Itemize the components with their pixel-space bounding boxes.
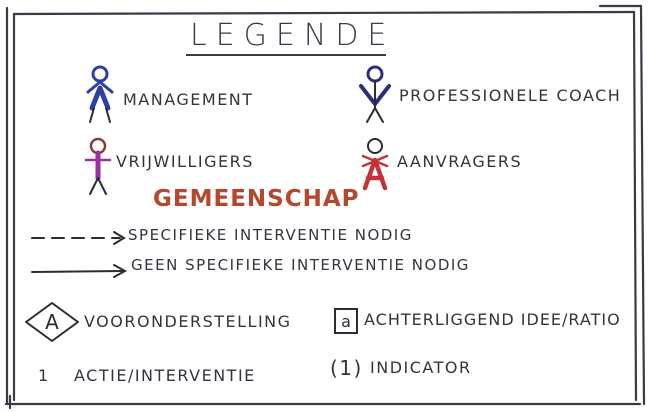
community-label: GEMEENSCHAP	[153, 186, 360, 212]
solid-arrow-icon	[31, 264, 128, 278]
title-underline	[186, 54, 386, 56]
square-letter-glyph: a	[341, 312, 351, 331]
coach-figure-icon	[359, 65, 391, 123]
symbol-label-indicator: INDICATOR	[370, 358, 472, 377]
arrow-label-specific-intervention: SPECIFIEKE INTERVENTIE NODIG	[128, 226, 413, 244]
symbol-label-underlying-idea: ACHTERLIGGEND IDEE/RATIO	[364, 310, 621, 329]
requester-figure-icon	[361, 138, 389, 191]
role-label-management: MANAGEMENT	[123, 90, 254, 109]
volunteer-figure-icon	[84, 137, 112, 195]
legend-title: LEGENDE	[190, 18, 396, 53]
parenthesized-number-icon: (1)	[330, 356, 363, 380]
management-figure-icon	[86, 65, 114, 123]
symbol-label-action: ACTIE/INTERVENTIE	[74, 366, 256, 385]
symbol-label-assumption: VOORONDERSTELLING	[84, 312, 292, 331]
role-label-requesters: AANVRAGERS	[397, 152, 523, 171]
diamond-letter-icon: A	[25, 302, 79, 342]
role-label-professional-coach: PROFESSIONELE COACH	[399, 86, 622, 105]
arrow-label-no-specific-intervention: GEEN SPECIFIEKE INTERVENTIE NODIG	[131, 256, 470, 274]
square-letter-icon: a	[334, 308, 358, 334]
number-icon: 1	[38, 366, 50, 385]
dashed-arrow-icon	[31, 231, 126, 245]
role-label-volunteers: VRIJWILLIGERS	[116, 152, 254, 171]
diamond-letter-glyph: A	[45, 310, 59, 334]
